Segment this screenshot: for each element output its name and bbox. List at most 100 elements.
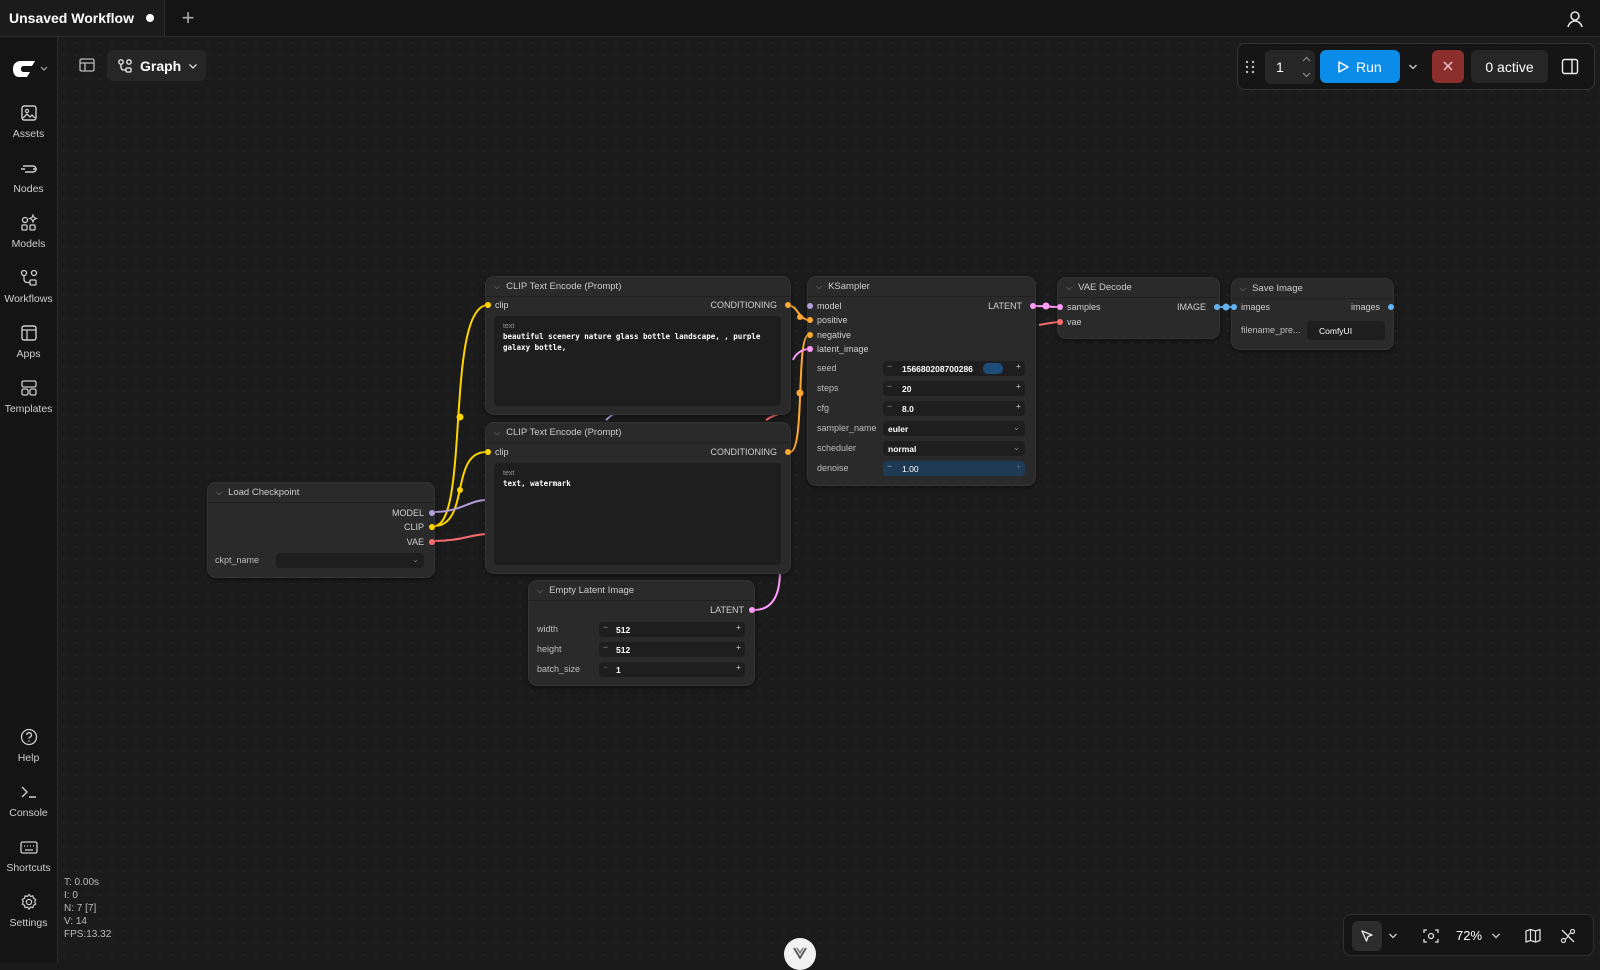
- clip-input-dot[interactable]: [485, 449, 491, 455]
- decrement-icon[interactable]: −: [887, 461, 892, 471]
- vae-decode-node[interactable]: ⌵VAE Decode samples vae IMAGE: [1057, 278, 1220, 338]
- comfy-logo-menu[interactable]: [0, 57, 57, 81]
- latent-output-dot[interactable]: [749, 607, 755, 613]
- devtools-toggle-button[interactable]: [784, 938, 816, 970]
- sidebar-item-templates[interactable]: Templates: [0, 378, 57, 415]
- sampler-name-select[interactable]: euler ⌄: [883, 421, 1025, 436]
- decrement-icon[interactable]: −: [603, 622, 608, 632]
- zoom-level[interactable]: 72%: [1456, 928, 1483, 943]
- samples-input-dot[interactable]: [1057, 304, 1063, 310]
- image-output-dot[interactable]: [1214, 304, 1220, 310]
- filename-prefix-input[interactable]: ComfyUI: [1307, 321, 1385, 340]
- collapse-chevron-icon[interactable]: ⌵: [494, 282, 501, 291]
- workflow-tab[interactable]: Unsaved Workflow: [0, 0, 165, 36]
- increment-icon[interactable]: +: [736, 642, 741, 652]
- conditioning-output-dot[interactable]: [785, 302, 791, 308]
- increment-icon[interactable]: +: [736, 662, 741, 672]
- seed-input[interactable]: − 156680208700286 +: [883, 361, 1025, 376]
- sidebar-item-console[interactable]: Console: [0, 782, 57, 819]
- node-header[interactable]: ⌵Load Checkpoint: [208, 483, 434, 503]
- batch-size-input[interactable]: − 1 +: [599, 662, 745, 677]
- sidebar-item-assets[interactable]: Assets: [0, 103, 57, 140]
- run-button[interactable]: Run: [1320, 50, 1400, 83]
- negative-input-dot[interactable]: [807, 332, 813, 338]
- node-header[interactable]: ⌵Save Image: [1232, 279, 1393, 299]
- latent-input-dot[interactable]: [807, 346, 813, 352]
- chevron-down-icon[interactable]: [1302, 71, 1311, 79]
- view-mode-dropdown[interactable]: Graph: [107, 50, 206, 81]
- vae-output-dot[interactable]: [429, 539, 435, 545]
- node-header[interactable]: ⌵KSampler: [808, 277, 1035, 297]
- clip-text-encode-negative-node[interactable]: ⌵CLIP Text Encode (Prompt) clip CONDITIO…: [485, 423, 791, 573]
- load-checkpoint-node[interactable]: ⌵Load Checkpoint MODEL CLIP VAE ckpt_nam…: [208, 483, 435, 577]
- positive-input-dot[interactable]: [807, 317, 813, 323]
- empty-latent-image-node[interactable]: ⌵Empty Latent Image LATENT width − 512 +…: [529, 581, 755, 685]
- layout-toggle-button[interactable]: [75, 53, 99, 77]
- decrement-icon[interactable]: −: [603, 642, 608, 652]
- sidebar-item-shortcuts[interactable]: Shortcuts: [0, 837, 57, 874]
- active-queue-button[interactable]: 0 active: [1471, 50, 1548, 83]
- collapse-chevron-icon[interactable]: ⌵: [537, 586, 544, 595]
- vae-input-dot[interactable]: [1057, 319, 1063, 325]
- clip-text-encode-positive-node[interactable]: ⌵CLIP Text Encode (Prompt) clip CONDITIO…: [485, 277, 791, 414]
- node-header[interactable]: ⌵CLIP Text Encode (Prompt): [486, 423, 790, 443]
- height-input[interactable]: − 512 +: [599, 642, 745, 657]
- decrement-icon[interactable]: −: [887, 401, 892, 411]
- model-output-dot[interactable]: [429, 510, 435, 516]
- collapse-chevron-icon[interactable]: ⌵: [494, 428, 501, 437]
- focus-fit-icon[interactable]: [1423, 928, 1439, 944]
- prompt-text-area[interactable]: text beautiful scenery nature glass bott…: [494, 316, 781, 406]
- denoise-slider[interactable]: − 1.00 +: [883, 461, 1025, 476]
- collapse-chevron-icon[interactable]: ⌵: [816, 282, 823, 291]
- increment-icon[interactable]: +: [1016, 461, 1021, 471]
- run-options-dropdown[interactable]: [1401, 50, 1425, 83]
- conditioning-output-dot[interactable]: [785, 449, 791, 455]
- chevron-up-icon[interactable]: [1302, 55, 1311, 63]
- cancel-run-button[interactable]: [1432, 50, 1464, 83]
- latent-output-dot[interactable]: [1030, 303, 1036, 309]
- select-mode-button[interactable]: [1352, 921, 1382, 951]
- sidebar-item-apps[interactable]: Apps: [0, 323, 57, 360]
- sidebar-item-help[interactable]: Help: [0, 727, 57, 764]
- chevron-down-icon[interactable]: [1491, 932, 1501, 940]
- node-header[interactable]: ⌵VAE Decode: [1058, 278, 1219, 298]
- collapse-chevron-icon[interactable]: ⌵: [1066, 283, 1073, 292]
- prompt-text-area[interactable]: text text, watermark: [494, 463, 781, 565]
- minimap-icon[interactable]: [1525, 928, 1541, 944]
- decrement-icon[interactable]: −: [887, 381, 892, 391]
- increment-icon[interactable]: +: [736, 622, 741, 632]
- user-icon[interactable]: [1562, 6, 1588, 32]
- toggle-right-panel-button[interactable]: [1554, 50, 1587, 83]
- chevron-down-icon[interactable]: [1388, 932, 1398, 940]
- drag-handle-icon[interactable]: [1244, 59, 1256, 75]
- clip-output-dot[interactable]: [429, 524, 435, 530]
- sidebar-item-settings[interactable]: Settings: [0, 892, 57, 929]
- ckpt-name-select[interactable]: ⌄: [276, 553, 424, 568]
- ksampler-node[interactable]: ⌵KSampler model positive negative latent…: [807, 277, 1036, 485]
- width-input[interactable]: − 512 +: [599, 622, 745, 637]
- images-input-dot[interactable]: [1231, 304, 1237, 310]
- decrement-icon[interactable]: −: [603, 662, 608, 672]
- clip-input-dot[interactable]: [485, 302, 491, 308]
- node-header[interactable]: ⌵Empty Latent Image: [529, 581, 754, 601]
- increment-icon[interactable]: +: [1016, 401, 1021, 411]
- sidebar-item-models[interactable]: Models: [0, 213, 57, 250]
- steps-input[interactable]: − 20 +: [883, 381, 1025, 396]
- graph-canvas[interactable]: [58, 37, 1600, 962]
- save-image-node[interactable]: ⌵Save Image images images filename_pre..…: [1231, 279, 1394, 349]
- scheduler-select[interactable]: normal ⌄: [883, 441, 1025, 456]
- new-tab-plus-icon[interactable]: +: [181, 5, 195, 30]
- sidebar-item-workflows[interactable]: Workflows: [0, 268, 57, 305]
- batch-count-stepper[interactable]: 1: [1265, 50, 1315, 84]
- collapse-chevron-icon[interactable]: ⌵: [1240, 284, 1247, 293]
- decrement-icon[interactable]: −: [887, 361, 892, 371]
- images-output-dot[interactable]: [1388, 304, 1394, 310]
- increment-icon[interactable]: +: [1016, 361, 1021, 371]
- cfg-input[interactable]: − 8.0 +: [883, 401, 1025, 416]
- hide-links-icon[interactable]: [1560, 928, 1576, 944]
- randomize-seed-icon[interactable]: [983, 363, 1003, 374]
- collapse-chevron-icon[interactable]: ⌵: [216, 488, 223, 497]
- model-input-dot[interactable]: [807, 303, 813, 309]
- increment-icon[interactable]: +: [1016, 381, 1021, 391]
- sidebar-item-nodes[interactable]: Nodes: [0, 158, 57, 195]
